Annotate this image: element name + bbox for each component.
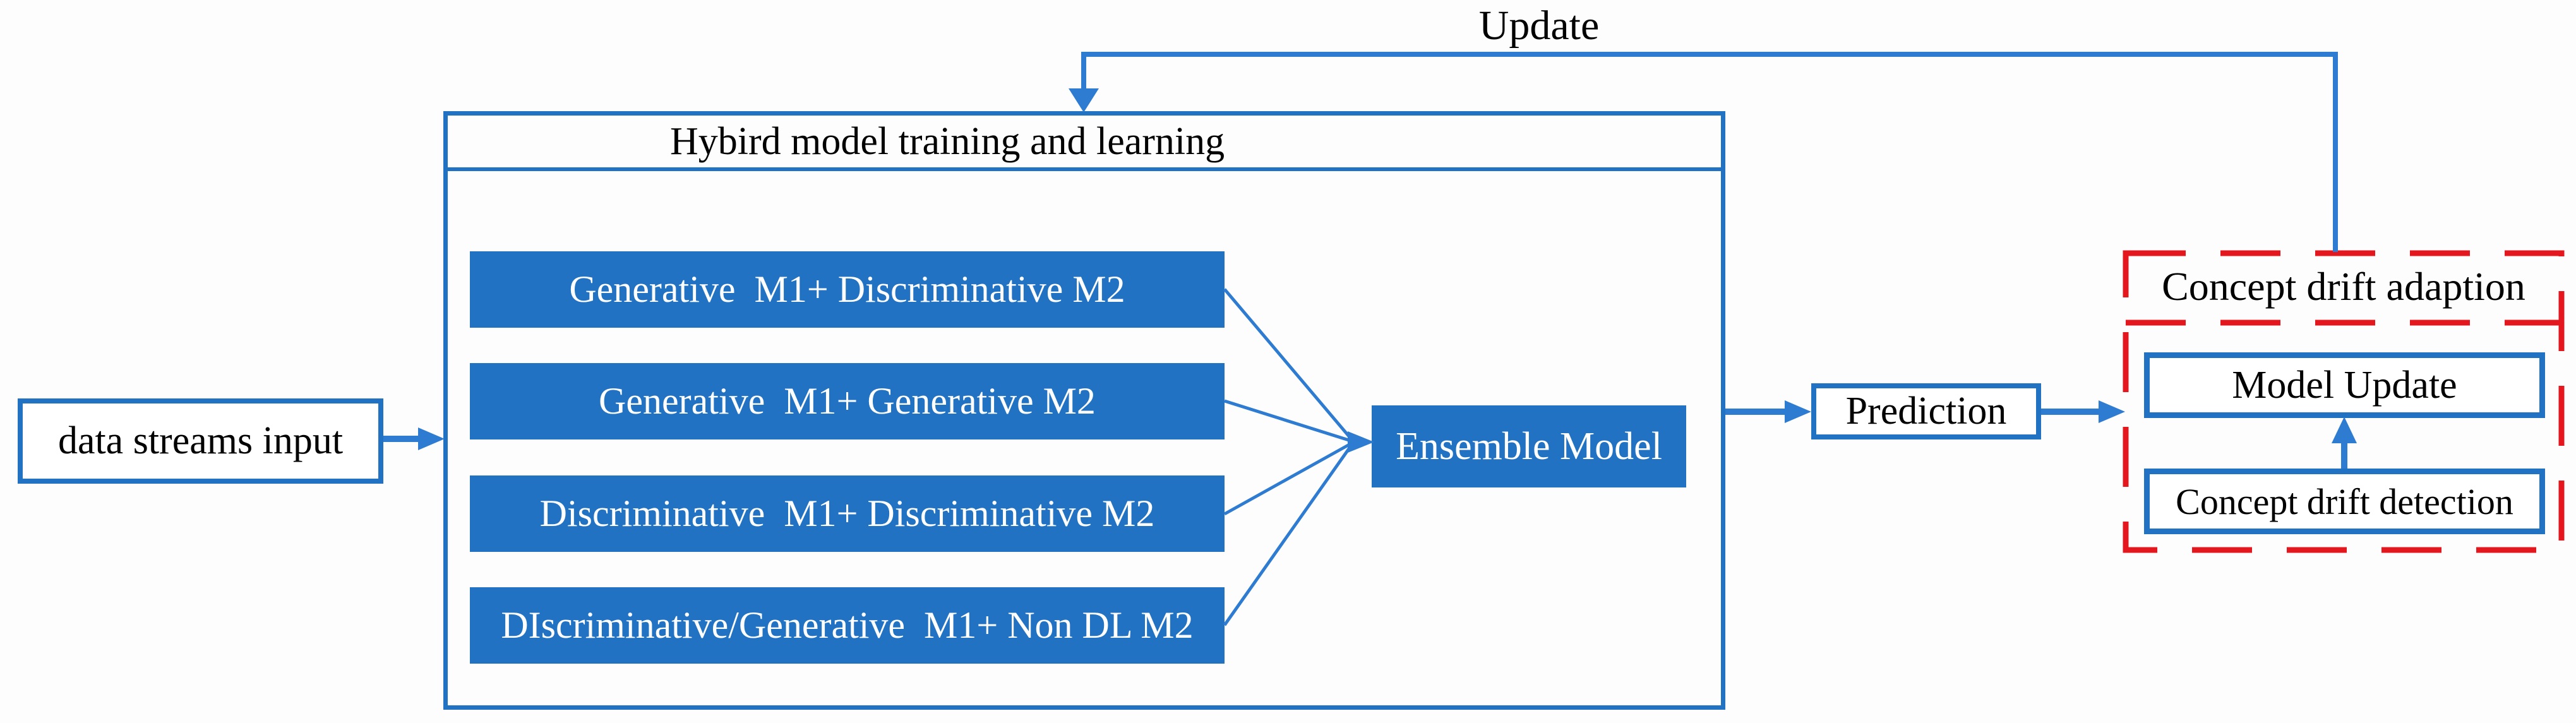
- concept-drift-adaption-title: Concept drift adaption: [2126, 253, 2561, 320]
- ensemble-model-box: Ensemble Model: [1372, 405, 1686, 487]
- model-bar-nondl: DIscriminative/Generative M1+ Non DL M2: [470, 587, 1225, 664]
- adaption-arrowhead-icon: [2099, 400, 2125, 423]
- model-bar-label: Generative M1+ Discriminative M2: [569, 268, 1125, 310]
- concept-drift-detection-label: Concept drift detection: [2176, 481, 2513, 522]
- model-bar-label: Generative M1+ Generative M2: [599, 380, 1096, 422]
- model-update-box: Model Update: [2144, 352, 2545, 418]
- input-arrowhead-icon: [418, 427, 445, 450]
- data-streams-input-box: data streams input: [18, 398, 383, 484]
- hybrid-model-header: Hybird model training and learning: [448, 116, 1721, 171]
- model-bar-label: Discriminative M1+ Discriminative M2: [539, 493, 1155, 534]
- detection-to-update-arrowhead-icon: [2332, 417, 2357, 443]
- concept-drift-detection-box: Concept drift detection: [2144, 469, 2545, 534]
- ensemble-model-label: Ensemble Model: [1396, 424, 1662, 468]
- hybrid-model-title: Hybird model training and learning: [670, 119, 1225, 163]
- data-streams-input-label: data streams input: [57, 419, 344, 462]
- model-update-label: Model Update: [2232, 363, 2457, 407]
- model-bar-label: DIscriminative/Generative M1+ Non DL M2: [501, 604, 1194, 646]
- model-bar-generative-generative: Generative M1+ Generative M2: [470, 363, 1225, 439]
- concept-drift-adaption-label: Concept drift adaption: [2162, 264, 2525, 309]
- prediction-arrowhead-icon: [1785, 400, 1811, 423]
- model-bar-discriminative-discriminative: Discriminative M1+ Discriminative M2: [470, 475, 1225, 552]
- update-feedback-arrowhead-icon: [1069, 88, 1099, 112]
- model-bar-generative-discriminative: Generative M1+ Discriminative M2: [470, 251, 1225, 328]
- update-label: Update: [1478, 3, 1600, 49]
- prediction-box: Prediction: [1811, 383, 2041, 439]
- prediction-label: Prediction: [1845, 390, 2007, 433]
